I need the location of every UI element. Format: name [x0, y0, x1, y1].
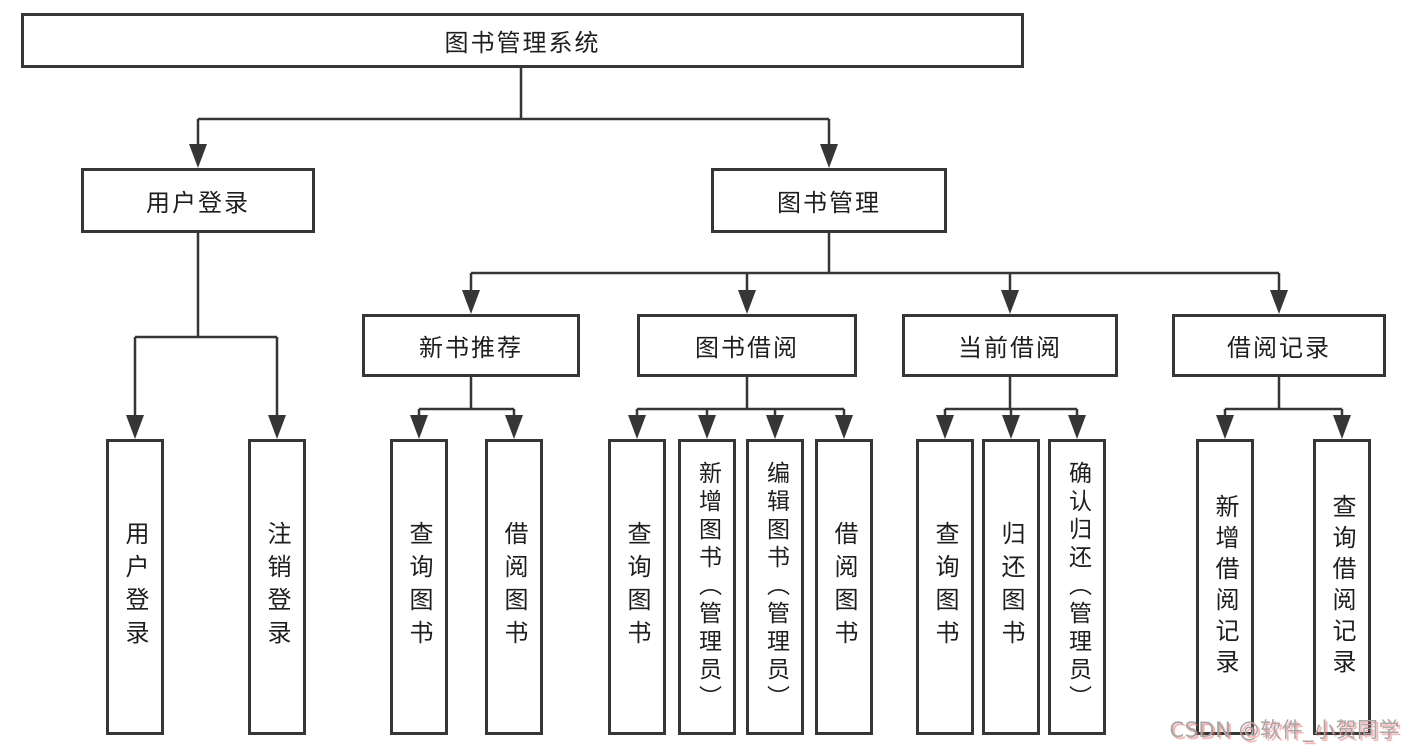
node-borrowing-records: 借阅记录	[1172, 314, 1386, 377]
leaf-nbr-borrow-books-label: 借阅图书	[500, 521, 528, 653]
leaf-bb-query-books-label: 查询图书	[623, 521, 651, 653]
leaf-logout-login-label: 注销登录	[263, 521, 291, 653]
node-book-borrowing: 图书借阅	[637, 314, 857, 377]
csdn-watermark: CSDN @软件_小贺同学	[1169, 718, 1400, 742]
node-book-borrowing-label: 图书借阅	[695, 334, 799, 362]
node-user-login: 用户登录	[81, 168, 315, 233]
node-new-book-recommend-label: 新书推荐	[419, 334, 523, 362]
node-book-management-label: 图书管理	[777, 189, 881, 217]
arrowheads	[126, 144, 1351, 439]
leaf-bb-borrow-books: 借阅图书	[815, 439, 873, 735]
node-new-book-recommend: 新书推荐	[362, 314, 580, 377]
leaf-cb-confirm-return-admin-label: 确认归还（管理员）	[1064, 461, 1091, 713]
leaf-logout-login: 注销登录	[248, 439, 306, 735]
leaf-br-query-record: 查询借阅记录	[1313, 439, 1371, 735]
leaf-cb-return-books-label: 归还图书	[997, 521, 1025, 653]
node-borrowing-records-label: 借阅记录	[1227, 334, 1331, 362]
node-book-management: 图书管理	[711, 168, 947, 233]
leaf-bb-query-books: 查询图书	[608, 439, 666, 735]
leaf-user-login-label: 用户登录	[121, 521, 149, 653]
leaf-br-add-record: 新增借阅记录	[1196, 439, 1254, 735]
leaf-bb-edit-books-admin: 编辑图书（管理员）	[746, 439, 804, 735]
leaf-nbr-query-books-label: 查询图书	[405, 521, 433, 653]
node-root-label: 图书管理系统	[444, 29, 601, 57]
node-current-borrowing-label: 当前借阅	[958, 334, 1062, 362]
leaf-cb-query-books-label: 查询图书	[931, 521, 959, 653]
leaf-nbr-borrow-books: 借阅图书	[485, 439, 543, 735]
node-root-library-management-system: 图书管理系统	[21, 13, 1024, 68]
leaf-br-query-record-label: 查询借阅记录	[1328, 494, 1356, 680]
node-current-borrowing: 当前借阅	[902, 314, 1118, 377]
leaf-user-login: 用户登录	[106, 439, 164, 735]
leaf-bb-borrow-books-label: 借阅图书	[830, 521, 858, 653]
node-user-login-label: 用户登录	[146, 189, 250, 217]
leaf-bb-add-books-admin-label: 新增图书（管理员）	[694, 461, 721, 713]
leaf-cb-confirm-return-admin: 确认归还（管理员）	[1048, 439, 1106, 735]
leaf-nbr-query-books: 查询图书	[390, 439, 448, 735]
leaf-bb-edit-books-admin-label: 编辑图书（管理员）	[762, 461, 789, 713]
leaf-cb-return-books: 归还图书	[982, 439, 1040, 735]
leaf-bb-add-books-admin: 新增图书（管理员）	[678, 439, 736, 735]
leaf-cb-query-books: 查询图书	[916, 439, 974, 735]
leaf-br-add-record-label: 新增借阅记录	[1211, 494, 1239, 680]
